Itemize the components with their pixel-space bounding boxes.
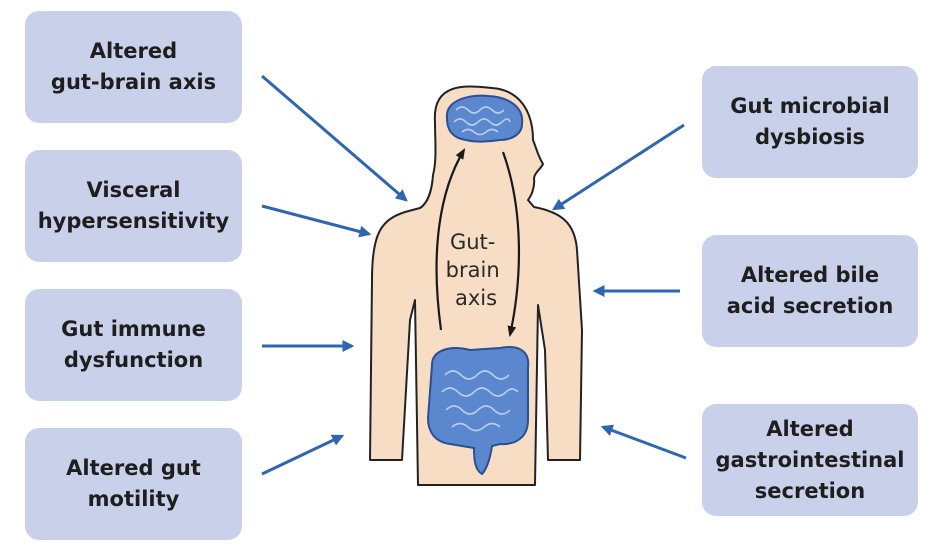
- factor-label-line: Altered bile: [740, 263, 880, 287]
- factor-label-line: motility: [87, 487, 180, 511]
- arrow-visceral-hypersensitivity: [261, 204, 372, 238]
- factor-box-altered-gut-brain-axis: Altered gut-brain axis: [25, 11, 242, 123]
- factor-label-line: gastrointestinal: [715, 447, 905, 472]
- factor-label-line: Altered: [766, 416, 854, 441]
- axis-label-line: brain: [446, 258, 500, 282]
- axis-label: Gut- brain axis: [446, 230, 507, 310]
- factor-box-visceral-hypersensitivity: Visceral hypersensitivity: [25, 150, 242, 262]
- arrow-gut-brain-axis: [261, 74, 408, 202]
- axis-label-line: Gut-: [450, 230, 495, 254]
- brain-icon: [445, 94, 524, 143]
- arrow-microbial-dysbiosis: [551, 123, 685, 211]
- factor-box-gut-microbial-dysbiosis: Gut microbial dysbiosis: [702, 66, 918, 178]
- factor-box-altered-bile-acid-secretion: Altered bile acid secretion: [702, 235, 918, 347]
- factor-label-line: hypersensitivity: [37, 209, 230, 233]
- axis-arrow-down: [501, 151, 520, 338]
- factor-label-line: Gut microbial: [730, 94, 890, 118]
- factor-label-line: dysfunction: [63, 348, 204, 372]
- factor-label-line: dysbiosis: [754, 125, 866, 149]
- factor-box-altered-gut-motility: Altered gut motility: [25, 428, 242, 540]
- factor-box-gut-immune-dysfunction: Gut immune dysfunction: [25, 289, 242, 401]
- factor-box-altered-gastrointestinal-secretion: Altered gastrointestinal secretion: [702, 404, 918, 516]
- factor-label-line: gut-brain axis: [50, 70, 217, 94]
- factor-label-line: Visceral: [86, 178, 181, 202]
- axis-label-line: axis: [455, 286, 497, 310]
- arrow-gastrointestinal-secretion: [600, 424, 687, 460]
- axis-arrow-up: [435, 148, 466, 331]
- factor-label-line: Altered: [89, 39, 178, 63]
- factor-label-line: Altered gut: [66, 456, 201, 480]
- intestines-icon: [426, 346, 530, 476]
- factor-label-line: Gut immune: [61, 317, 206, 341]
- factor-label-line: secretion: [754, 478, 866, 503]
- arrow-gut-motility: [261, 434, 345, 476]
- factor-label-line: acid secretion: [726, 294, 894, 318]
